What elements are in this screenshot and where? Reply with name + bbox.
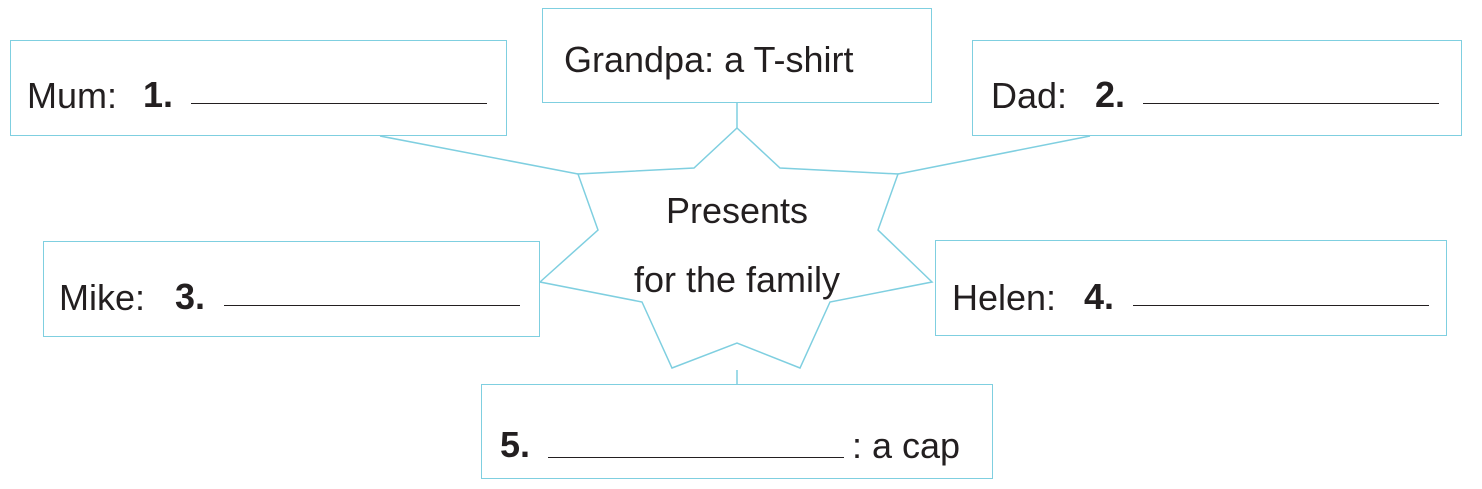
mum-number: 1. — [143, 74, 174, 115]
center-title-line-1: Presents — [665, 190, 809, 231]
dad-answer-blank[interactable] — [1143, 103, 1439, 104]
mum-box: Mum: 1. — [10, 40, 507, 136]
grandpa-box: Grandpa: a T-shirt — [542, 8, 932, 103]
helen-number: 4. — [1084, 276, 1115, 317]
dad-number: 2. — [1095, 74, 1126, 115]
mum-label: Mum: — [27, 75, 117, 116]
helen-answer-blank[interactable] — [1133, 305, 1429, 306]
bottom-number: 5. — [500, 424, 531, 465]
helen-box: Helen: 4. — [935, 240, 1447, 336]
bottom-answer-blank[interactable] — [548, 457, 844, 458]
mike-box: Mike: 3. — [43, 241, 540, 337]
mike-number: 3. — [175, 276, 206, 317]
dad-box: Dad: 2. — [972, 40, 1462, 136]
bottom-box: 5. : a cap — [481, 384, 993, 479]
connector-mum — [379, 135, 579, 175]
grandpa-label: Grandpa: a T-shirt — [564, 39, 854, 80]
mum-answer-blank[interactable] — [191, 103, 487, 104]
star-shape — [538, 126, 934, 369]
mike-answer-blank[interactable] — [224, 305, 520, 306]
center-title-line-2: for the family — [633, 259, 841, 300]
connector-dad — [897, 135, 1091, 175]
dad-label: Dad: — [991, 75, 1068, 116]
helen-label: Helen: — [952, 277, 1057, 318]
bottom-suffix: : a cap — [852, 425, 961, 466]
mike-label: Mike: — [59, 277, 146, 318]
